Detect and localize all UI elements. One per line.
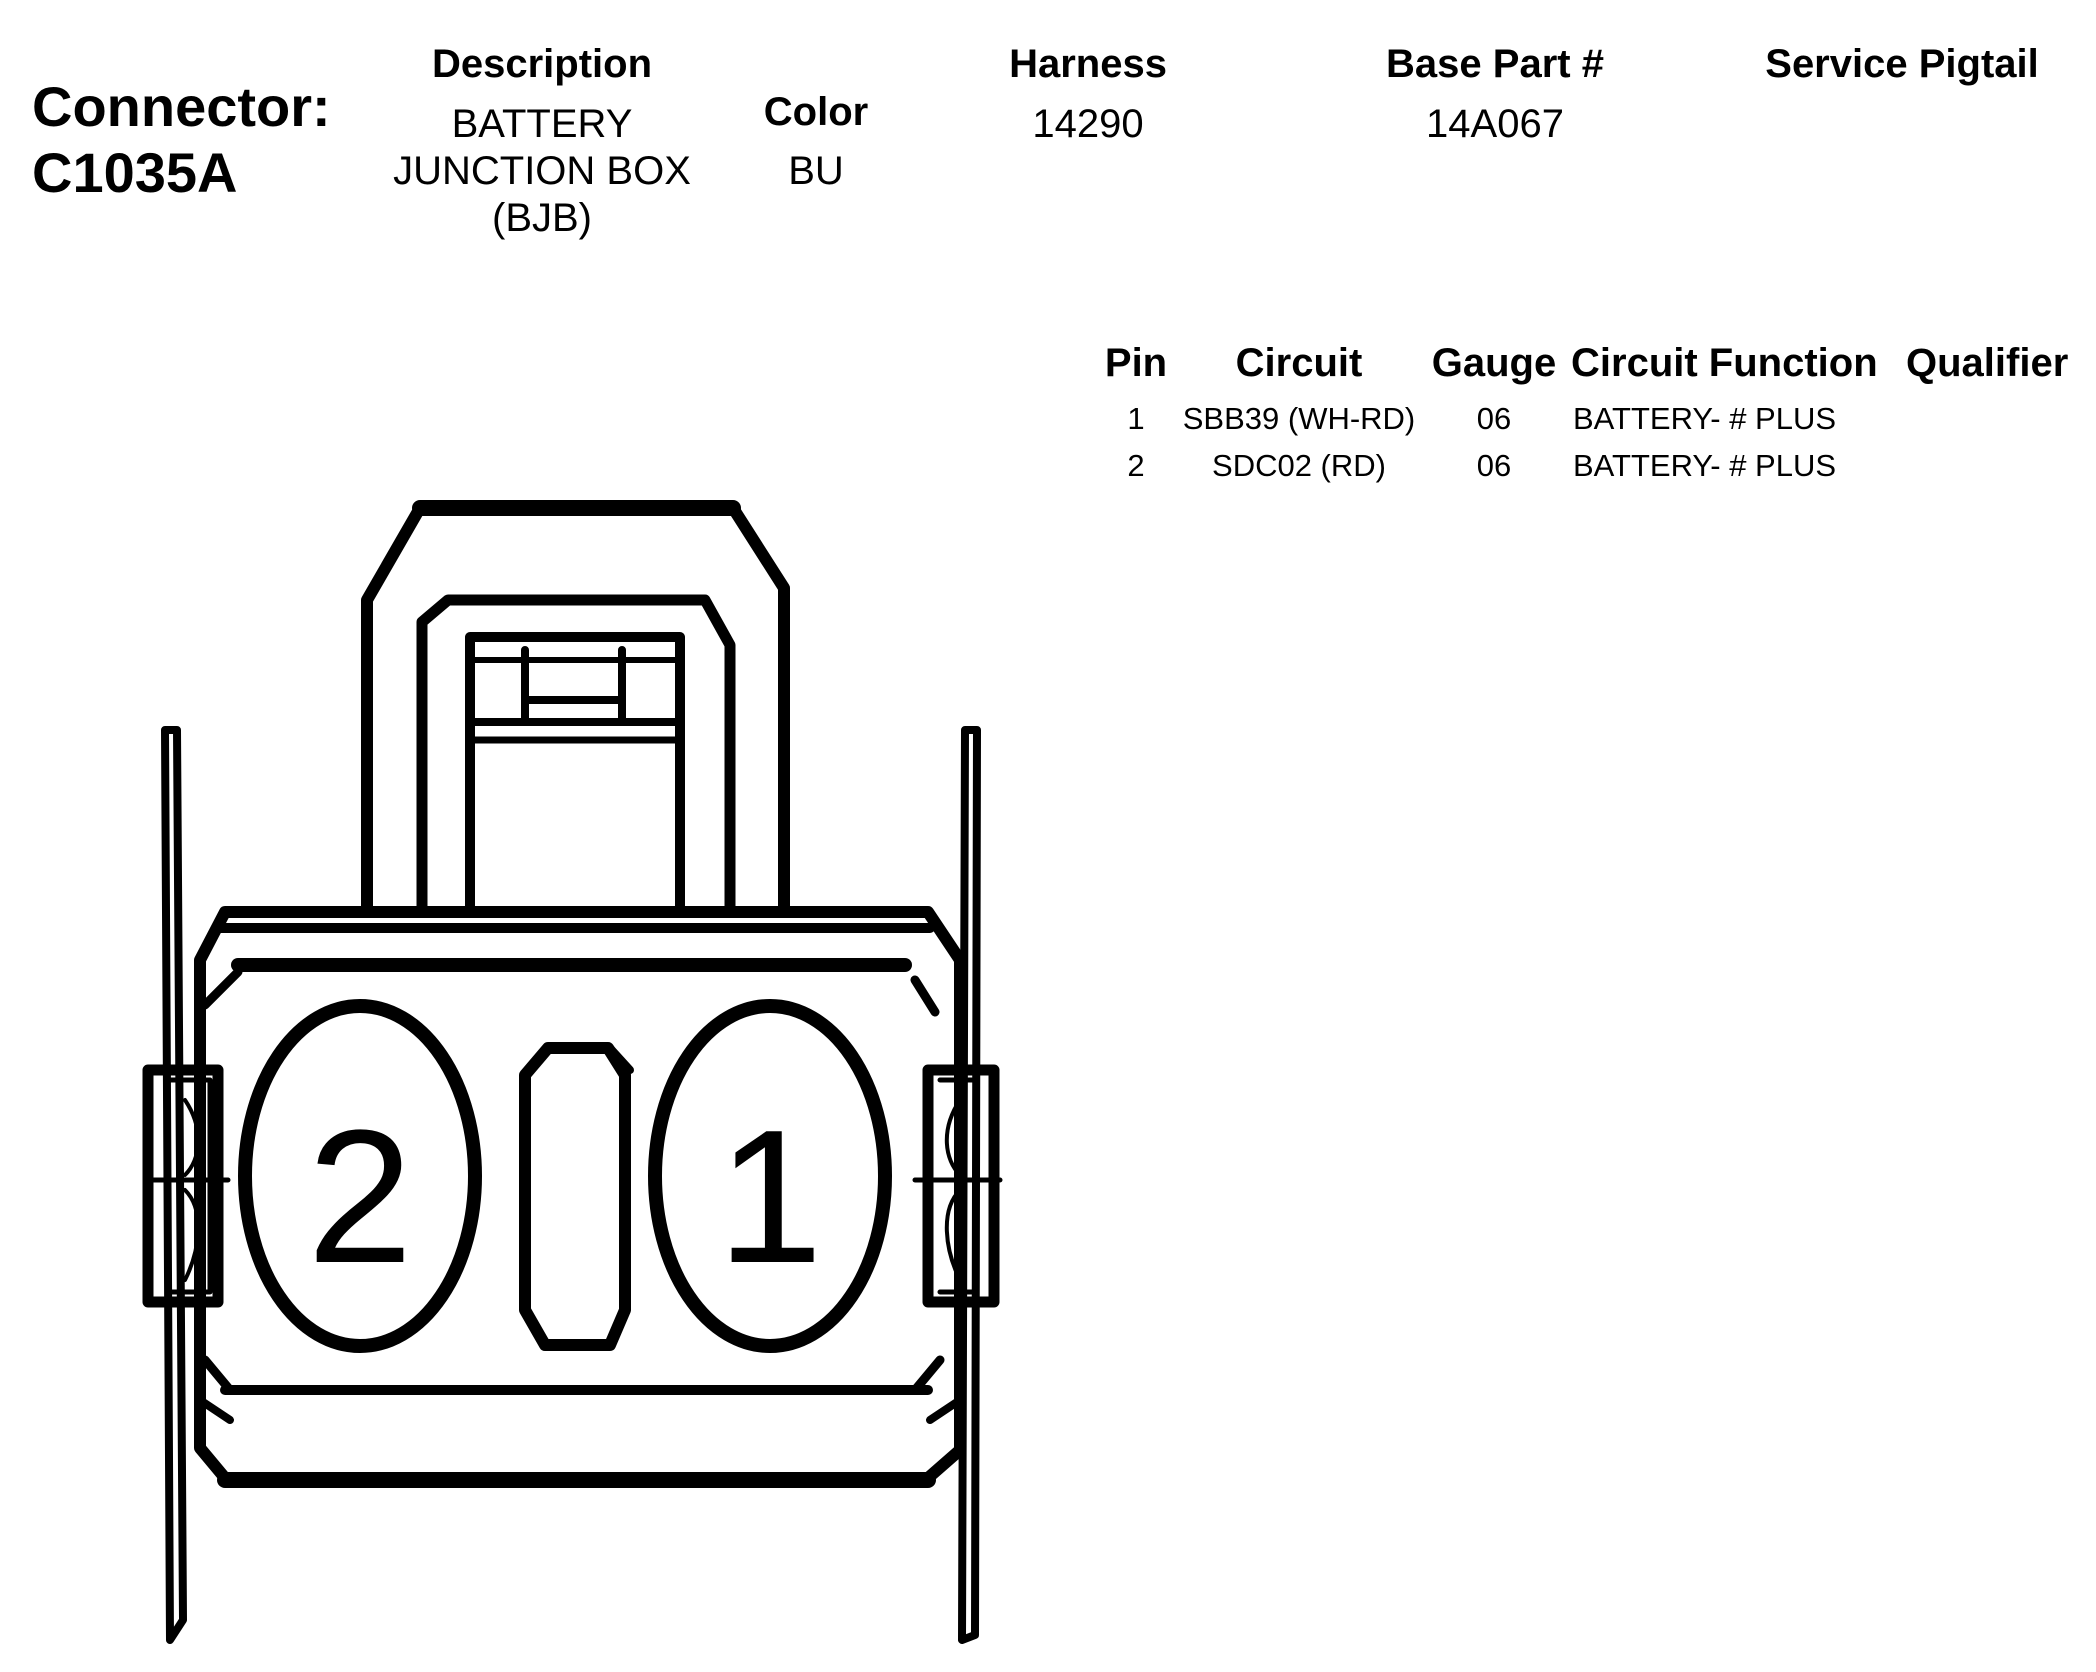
color-header: Color [763,90,869,134]
right-locking-ear [912,726,1003,1644]
latch-tab [361,500,790,918]
description-line-1: BATTERY [451,102,633,146]
cavity-2-label: 2 [307,1091,413,1303]
row-circuit: SDC02 (RD) [1212,448,1386,483]
circuit-column-header: Circuit [1235,341,1363,385]
cavity-1-label: 1 [717,1091,823,1303]
connector-housing [194,906,966,1488]
harness-header: Harness [1009,42,1167,86]
row-gauge: 06 [1476,401,1512,436]
description-header: Description [431,42,653,86]
service-pigtail-header: Service Pigtail [1765,42,2039,86]
color-value: BU [788,149,844,193]
row-function: BATTERY- # PLUS [1573,448,1837,483]
connector-id: C1035A [32,141,238,204]
gauge-column-header: Gauge [1431,341,1557,385]
connector-label: Connector: [32,75,331,138]
row-function: BATTERY- # PLUS [1573,401,1837,436]
harness-value: 14290 [1032,102,1144,146]
base-part-value: 14A067 [1426,102,1564,146]
description-line-3: (BJB) [492,196,592,240]
cavity-2-outline [238,999,482,1353]
qualifier-column-header: Qualifier [1906,341,2069,385]
row-pin: 2 [1127,448,1145,483]
row-pin: 1 [1127,401,1145,436]
pin-column-header: Pin [1104,341,1168,385]
left-locking-ear [142,726,231,1644]
row-circuit: SBB39 (WH-RD) [1182,401,1416,436]
function-column-header: Circuit Function [1571,341,1878,385]
description-line-2: JUNCTION BOX [393,149,691,193]
cavity-1-outline [648,999,892,1353]
row-gauge: 06 [1476,448,1512,483]
center-key [519,1042,631,1351]
base-part-header: Base Part # [1386,42,1604,86]
